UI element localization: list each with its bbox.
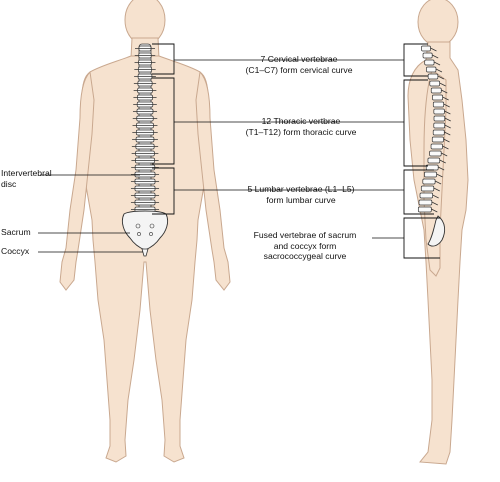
posterior-spine — [121, 43, 169, 257]
spinous-process — [432, 194, 439, 199]
spinous-process — [436, 173, 443, 178]
vertebra-side — [419, 192, 434, 199]
spinous-process — [434, 180, 442, 185]
spinous-process — [432, 54, 439, 59]
region-brackets — [152, 43, 440, 259]
vertebra-side — [426, 66, 437, 73]
lumbar-label: 5 Lumbar vertebrae (L1–L5) form lumbar c… — [234, 184, 368, 205]
spinous-process — [441, 89, 448, 94]
vertebra-side — [424, 59, 435, 66]
spinous-process — [444, 110, 451, 115]
spinous-process — [442, 145, 449, 150]
spinous-process — [435, 68, 443, 73]
spinous-process — [430, 47, 437, 52]
spinous-process — [438, 166, 445, 171]
spinous-process — [442, 96, 449, 101]
cervical-label: 7 Cervical vertebrae (C1–C7) form cervic… — [236, 54, 362, 75]
vertebra-side — [425, 164, 439, 171]
vertebra-side — [430, 87, 442, 94]
spinous-process — [444, 117, 451, 122]
vertebra-side — [433, 108, 445, 115]
side-lumbar-bracket — [403, 169, 434, 215]
sacral-label-line3: sacrococcygeal curve — [263, 251, 347, 261]
spinous-process — [444, 124, 451, 129]
vertebra-side — [433, 115, 446, 122]
sacrum-shape — [121, 210, 169, 251]
vertebra-side — [422, 52, 433, 59]
vertebra-side — [420, 185, 435, 192]
spinous-process — [431, 201, 438, 206]
front-lumbar-bracket — [152, 167, 175, 215]
cervical-label-line1: 7 Cervical vertebrae — [260, 54, 338, 64]
spinous-process — [431, 208, 438, 213]
thoracic-label-line2: (T1–T12) form thoracic curve — [245, 126, 357, 137]
sacral-label: Fused vertebrae of sacrum and coccyx for… — [240, 230, 370, 262]
vertebra-side — [422, 178, 436, 185]
sacral-label-line1: Fused vertebrae of sacrum — [253, 230, 357, 240]
coccyx-shape — [141, 248, 149, 257]
vertebra-side — [427, 157, 441, 164]
lateral-spine — [417, 45, 451, 247]
front-cervical-bracket — [152, 43, 175, 75]
spinous-process — [441, 152, 448, 157]
vertebra-side — [432, 94, 443, 101]
sacral-label-line2: and coccyx form — [273, 240, 337, 251]
vertebra-side — [427, 73, 439, 80]
side-thoracic-bracket — [403, 79, 428, 167]
thoracic-label-line1: 12 Thoracic vertbrae — [261, 116, 341, 126]
spinous-process — [433, 187, 440, 192]
vertebra-side — [432, 101, 445, 108]
lateral-sacrum-shape — [427, 215, 446, 247]
spinous-process — [439, 82, 446, 87]
spinous-process — [443, 103, 450, 108]
thoracic-label: 12 Thoracic vertbrae (T1–T12) form thora… — [232, 116, 370, 137]
vertebra-side — [429, 150, 442, 157]
cervical-label-line2: (C1–C7) form cervical curve — [245, 64, 353, 75]
intervertebral-disc-label-line2: disc — [1, 178, 17, 189]
vertebra-side — [432, 129, 445, 136]
lumbar-label-line2: form lumbar curve — [266, 194, 336, 205]
leader-lines — [38, 59, 404, 253]
spinous-process — [444, 131, 451, 136]
lumbar-label-line1: 5 Lumbar vertebrae (L1–L5) — [247, 184, 355, 194]
vertebra-side — [418, 199, 433, 206]
intervertebral-disc-label: Intervertebral disc — [1, 168, 52, 189]
spinous-process — [433, 61, 441, 66]
vertebra-side — [421, 45, 431, 52]
spinous-process — [443, 138, 450, 143]
vertebra-side — [424, 171, 437, 178]
vertebra-side — [417, 206, 432, 213]
vertebra-side — [433, 122, 446, 129]
sacrum-label: Sacrum — [1, 227, 31, 237]
intervertebral-disc-label-line1: Intervertebral — [1, 168, 52, 178]
spinous-process — [437, 75, 445, 80]
vertebra-side — [430, 143, 443, 150]
vertebra-side — [429, 80, 441, 87]
front-thoracic-bracket — [152, 77, 175, 165]
vertebra-side — [431, 136, 444, 143]
posterior-body-figure — [59, 0, 231, 463]
coccyx-label: Coccyx — [1, 246, 30, 256]
spinous-process — [439, 159, 446, 164]
